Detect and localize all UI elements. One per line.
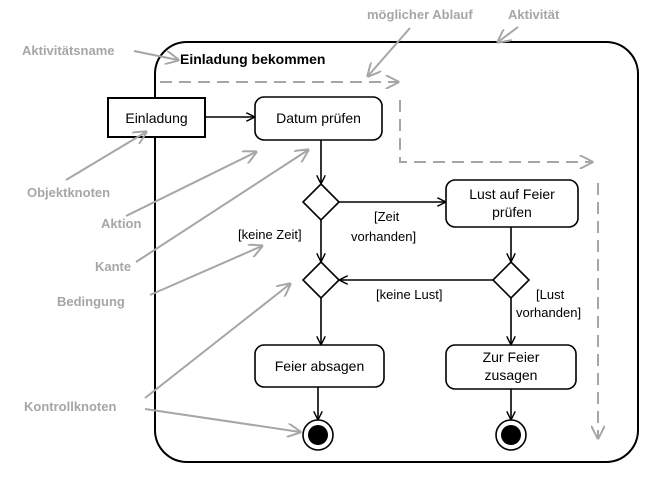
- anno-aktion: Aktion: [101, 216, 142, 231]
- pointer-aktivitaetsname: [133, 50, 178, 60]
- activity-frame: [154, 41, 639, 463]
- pointer-bedingung: [149, 246, 262, 296]
- pointer-kontrollknoten-final: [144, 408, 300, 432]
- pointer-moeglicher-ablauf: [368, 27, 411, 76]
- annotation-pointers: [65, 26, 519, 432]
- action-label: Datum prüfen: [276, 110, 361, 126]
- possible-flow-path: [160, 82, 598, 438]
- anno-moeglicher-ablauf: möglicher Ablauf: [367, 7, 473, 22]
- final-node-right: [495, 419, 527, 451]
- pointer-objektknoten: [65, 132, 146, 181]
- action-label-line1: Lust auf Feier: [469, 186, 555, 202]
- action-zur-feier-zusagen: Zur Feier zusagen: [445, 344, 577, 390]
- guard-zeit-line1: [Zeit: [374, 209, 400, 224]
- pointer-aktion: [125, 152, 256, 217]
- anno-bedingung: Bedingung: [57, 294, 125, 309]
- action-lust-pruefen: Lust auf Feier prüfen: [445, 179, 579, 228]
- guard-lust-line1: [Lust: [536, 287, 565, 302]
- guard-lust-line2: vorhanden]: [516, 305, 581, 320]
- pointer-kante: [135, 150, 308, 263]
- anno-aktivitaet: Aktivität: [508, 7, 560, 22]
- action-datum-pruefen: Datum prüfen: [254, 96, 383, 141]
- decision-node-desire: [491, 260, 531, 300]
- anno-aktivitaetsname: Aktivitätsname: [22, 43, 114, 58]
- pointer-kontrollknoten-merge: [144, 284, 290, 399]
- anno-kante: Kante: [95, 259, 131, 274]
- merge-node: [301, 260, 341, 300]
- object-node-einladung: Einladung: [107, 97, 206, 138]
- action-label-line2: zusagen: [485, 367, 538, 383]
- object-node-label: Einladung: [125, 110, 187, 126]
- action-feier-absagen: Feier absagen: [254, 344, 385, 388]
- pointer-aktivitaet: [498, 26, 519, 42]
- anno-kontrollknoten: Kontrollknoten: [24, 399, 116, 414]
- guard-zeit-line2: vorhanden]: [351, 229, 416, 244]
- action-label-line2: prüfen: [492, 204, 532, 220]
- activity-name: Einladung bekommen: [180, 51, 325, 67]
- edges: [205, 117, 511, 419]
- guard-keine-zeit: [keine Zeit]: [238, 227, 302, 242]
- guard-keine-lust: [keine Lust]: [376, 287, 443, 302]
- final-node-left: [302, 419, 334, 451]
- action-label-line1: Zur Feier: [483, 349, 540, 365]
- anno-objektknoten: Objektknoten: [27, 185, 110, 200]
- action-label: Feier absagen: [275, 358, 365, 374]
- decision-node-time: [301, 182, 341, 222]
